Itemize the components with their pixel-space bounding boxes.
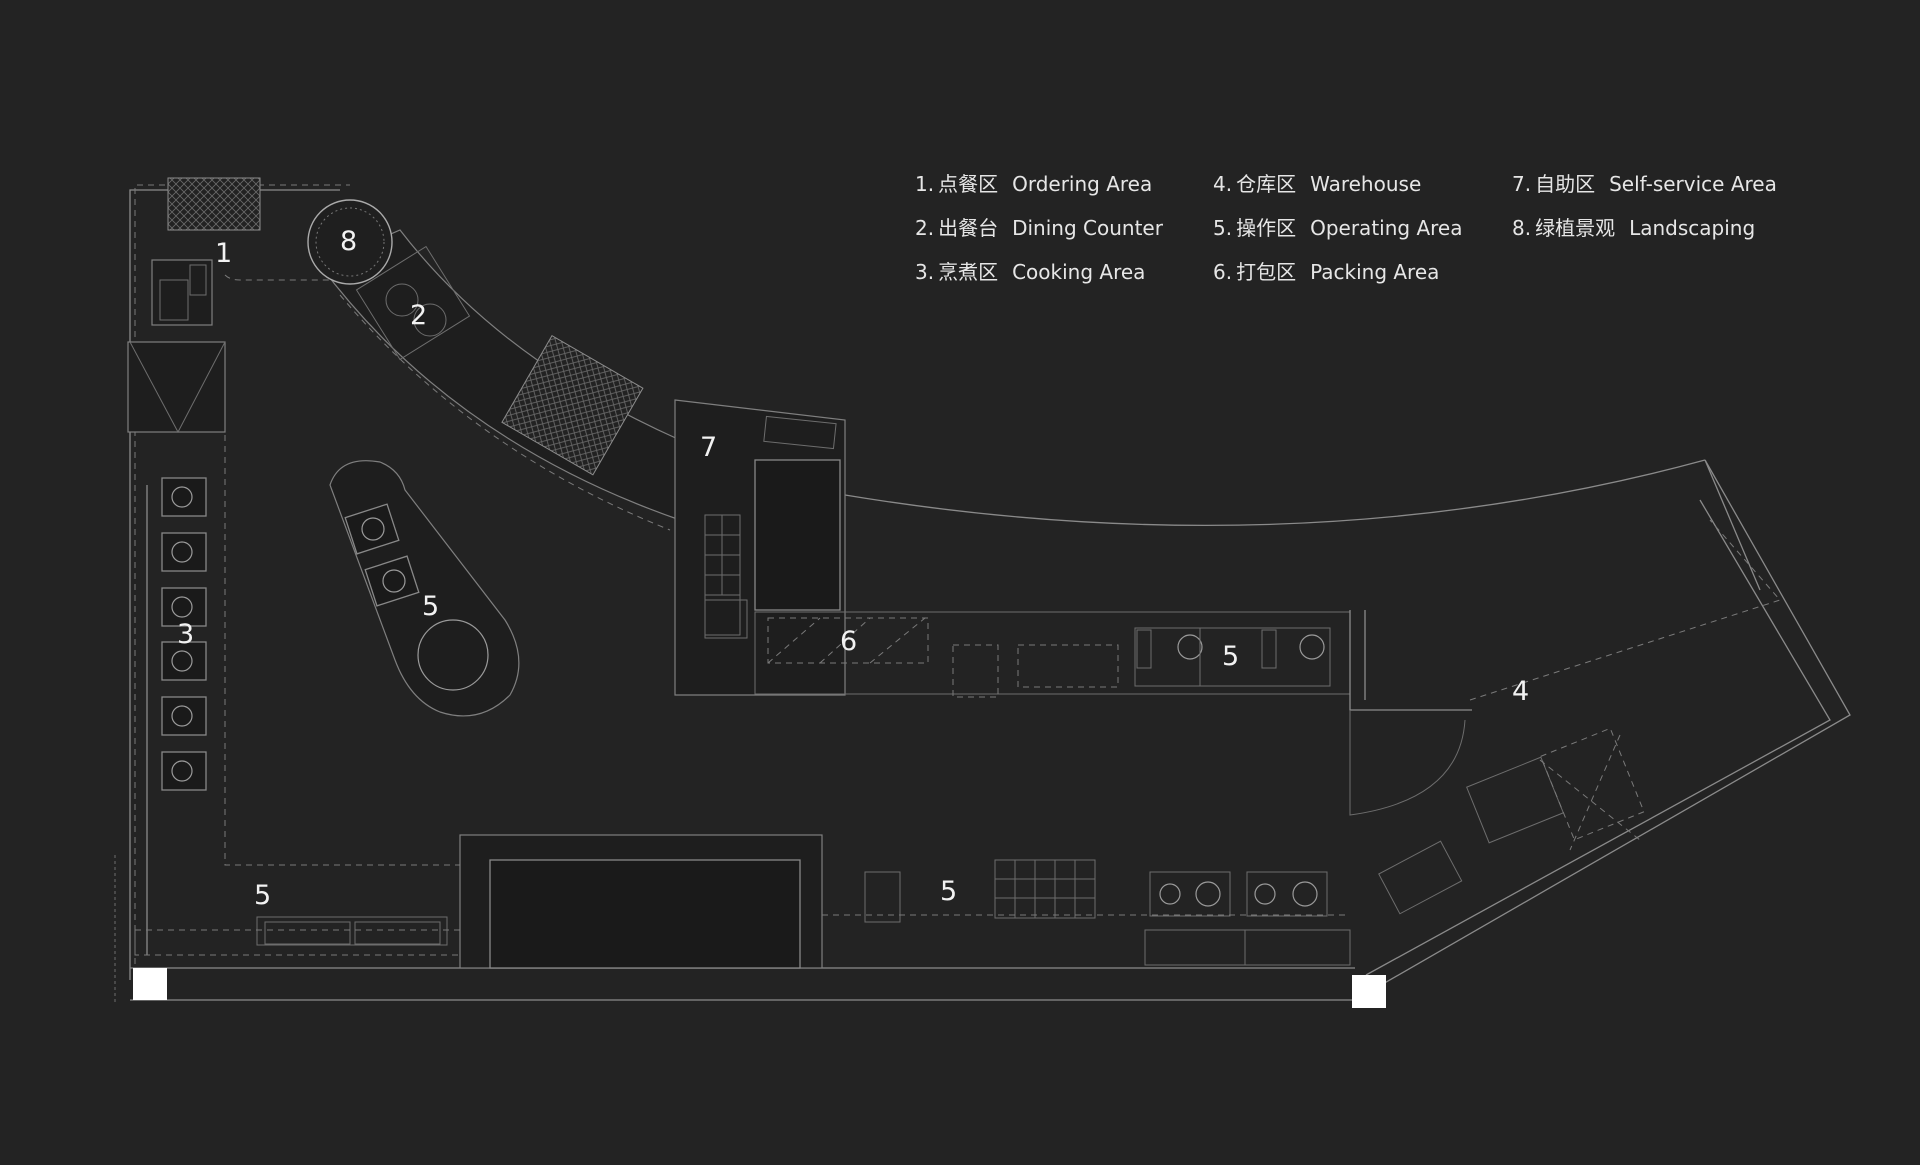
landscaping-planter <box>307 199 393 285</box>
zone-label-self-service: 7 <box>700 432 718 463</box>
zone-label-warehouse: 4 <box>1512 676 1530 707</box>
column-left <box>133 968 167 1000</box>
zone-label-ordering: 1 <box>215 238 233 269</box>
central-block <box>459 834 823 969</box>
zone-label-operating-bottom-mid: 5 <box>940 876 958 907</box>
ordering-area <box>127 177 340 434</box>
warehouse-area <box>1349 519 1781 915</box>
dining-counter <box>319 229 681 531</box>
zone-label-landscaping: 8 <box>340 226 358 257</box>
column-right <box>1352 975 1386 1008</box>
zone-label-operating-right: 5 <box>1222 641 1240 672</box>
operating-station-right <box>1134 627 1331 687</box>
zone-label-operating-island: 5 <box>422 591 440 622</box>
operating-counter-bottom-left <box>114 855 461 1005</box>
operating-counter-bottom-mid <box>822 859 1351 966</box>
zone-label-operating-bottom-left: 5 <box>254 880 272 911</box>
operating-island <box>329 460 520 717</box>
zone-label-packing: 6 <box>840 626 858 657</box>
zone-label-dining-counter: 2 <box>410 300 428 331</box>
self-service-area <box>674 399 846 696</box>
cooking-area <box>146 435 460 955</box>
zone-label-cooking: 3 <box>177 619 195 650</box>
